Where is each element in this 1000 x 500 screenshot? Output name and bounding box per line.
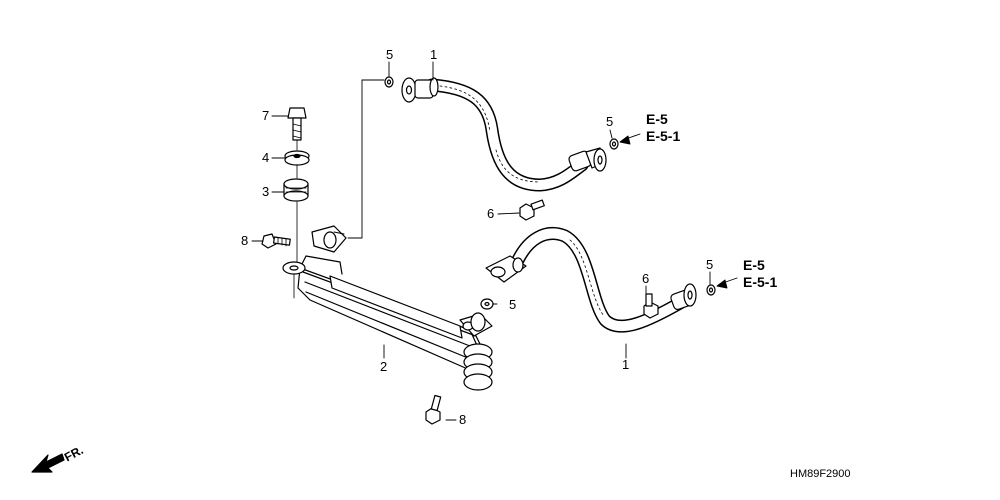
callout-upper-hose: 1 xyxy=(430,47,438,62)
lower-oil-hose xyxy=(485,227,697,333)
callout-lower-hose: 1 xyxy=(622,357,630,372)
callout-washer-right-upper: 5 xyxy=(606,114,614,129)
ref-upper-e5: E-5 xyxy=(646,111,668,127)
diagram-code: HM89F2900 xyxy=(790,468,851,480)
mount-bolt-stack xyxy=(283,107,310,299)
callout-washer-top: 5 xyxy=(386,47,394,62)
callout-collar: 4 xyxy=(262,150,270,165)
bolt-6-upper xyxy=(519,199,545,221)
washer-top xyxy=(384,76,394,88)
callout-oil-cooler: 2 xyxy=(380,359,388,374)
upper-oil-hose xyxy=(401,77,607,192)
front-arrow-icon xyxy=(31,453,65,473)
callout-bolt-lower: 6 xyxy=(642,271,650,286)
ref-lower-e5: E-5 xyxy=(743,257,765,273)
washer-mid xyxy=(480,298,494,310)
callout-washer-mid: 5 xyxy=(509,297,517,312)
washer-right-lower xyxy=(706,284,716,296)
callout-bolt-upper: 6 xyxy=(487,206,495,221)
assembly-lines xyxy=(251,61,738,421)
callout-long-bolt: 7 xyxy=(262,108,270,123)
bolt-8-left xyxy=(261,233,291,249)
bolt-8-bottom xyxy=(425,394,442,425)
callout-bolt-left: 8 xyxy=(241,233,249,248)
callout-grommet: 3 xyxy=(262,184,270,199)
bolt-6-lower xyxy=(643,293,659,319)
callout-washer-right-lower: 5 xyxy=(706,257,714,272)
oil-cooler xyxy=(282,225,493,391)
washer-right-upper xyxy=(609,138,619,150)
callout-bolt-bottom: 8 xyxy=(459,412,467,427)
ref-upper-e5-1: E-5-1 xyxy=(646,128,681,144)
ref-lower-e5-1: E-5-1 xyxy=(743,274,778,290)
